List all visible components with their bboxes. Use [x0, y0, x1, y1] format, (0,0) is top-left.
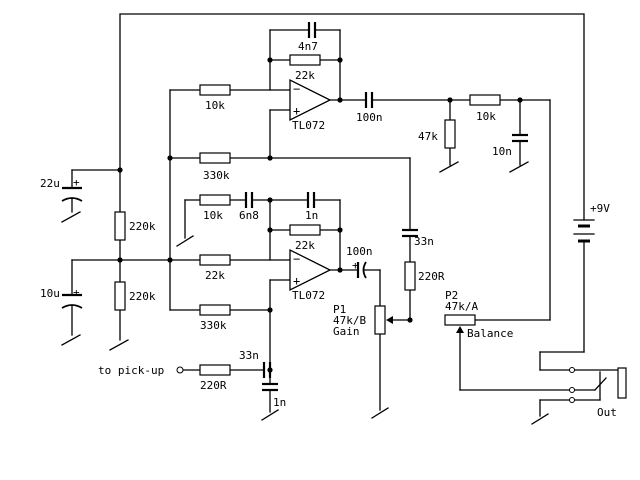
label-6n8: 6n8 [239, 209, 259, 222]
resistor-22k-feedback [289, 54, 321, 66]
label-p1-name: P1 [333, 303, 346, 316]
opamp-bottom-plus: + [293, 274, 300, 288]
label-10k-output: 10k [476, 110, 496, 123]
label-10k-input: 10k [205, 99, 225, 112]
potentiometer-p1 [374, 305, 411, 335]
capacitor-22u-polarity: + [73, 176, 80, 189]
pickup-input-terminal [176, 366, 184, 374]
resistor-10k-mid [199, 194, 231, 206]
resistors [114, 54, 501, 376]
label-opamp-bottom: TL072 [292, 289, 325, 302]
capacitor-22u [61, 186, 83, 202]
label-220R-right: 220R [418, 270, 445, 283]
capacitor-100n-mid [356, 261, 367, 279]
label-220R-input: 220R [200, 379, 227, 392]
ground-symbols [61, 161, 549, 425]
output-jack [569, 367, 627, 403]
resistor-220k-top [114, 211, 126, 241]
label-10n: 10n [492, 145, 512, 158]
label-47k: 47k [418, 130, 438, 143]
capacitor-1n-feedback [306, 192, 316, 208]
label-220k-top: 220k [129, 220, 156, 233]
label-10u: 10u [40, 287, 60, 300]
potentiometer-p2 [444, 314, 476, 333]
resistor-330k-bottom [199, 304, 231, 316]
label-1n-feedback: 1n [305, 209, 318, 222]
label-p2-name: P2 [445, 289, 458, 302]
resistor-220R [404, 261, 416, 291]
capacitor-4n7 [307, 22, 317, 38]
resistor-10k-output [469, 94, 501, 106]
label-33n-input: 33n [239, 349, 259, 362]
label-330k-bottom: 330k [200, 319, 227, 332]
capacitor-100n-top [364, 92, 374, 108]
resistor-10k-input [199, 84, 231, 96]
label-22k-feedback-2: 22k [295, 239, 315, 252]
resistor-220R-input [199, 364, 231, 376]
battery-9v [573, 219, 595, 243]
label-output: Out [597, 406, 617, 419]
label-supply: +9V [590, 202, 610, 215]
capacitors [61, 22, 528, 392]
resistor-47k [444, 119, 456, 149]
capacitor-10u-polarity: + [73, 286, 80, 299]
label-330k-top: 330k [203, 169, 230, 182]
opamp-top-minus: − [293, 82, 300, 96]
resistor-330k-top [199, 152, 231, 164]
capacitor-10u [61, 293, 83, 309]
capacitor-10n [512, 133, 528, 143]
capacitor-33n-input [262, 362, 272, 378]
capacitor-100n-polarity: + [352, 259, 359, 272]
labels: 4n7 22k 10k TL072 100n 47k 10k 10n 330k … [40, 40, 617, 419]
capacitor-33n-right [402, 228, 418, 238]
opamp-top [289, 78, 332, 122]
label-22k-input: 22k [205, 269, 225, 282]
label-1n-input: 1n [273, 396, 286, 409]
capacitor-6n8 [244, 192, 254, 208]
label-100n-top: 100n [356, 111, 383, 124]
label-p1-value: 47k/B [333, 314, 366, 327]
label-100n-mid: 100n [346, 245, 373, 258]
label-4n7: 4n7 [298, 40, 318, 53]
label-pickup-input: to pick-up [98, 364, 164, 377]
label-p2-value: 47k/A [445, 300, 478, 313]
resistor-22k-input [199, 254, 231, 266]
resistor-22k-feedback-2 [289, 224, 321, 236]
label-22k-top: 22k [295, 69, 315, 82]
opamp-top-plus: + [293, 104, 300, 118]
label-33n-right: 33n [414, 235, 434, 248]
label-p2-function: Balance [467, 327, 513, 340]
wires [71, 13, 619, 417]
capacitor-1n-input [262, 382, 278, 392]
label-opamp-top: TL072 [292, 119, 325, 132]
resistor-220k-bottom [114, 281, 126, 311]
opamp-bottom-minus: − [293, 252, 300, 266]
label-10k-mid: 10k [203, 209, 223, 222]
opamp-bottom [289, 248, 332, 292]
label-22u: 22u [40, 177, 60, 190]
label-p1-function: Gain [333, 325, 360, 338]
junction-dots [117, 57, 523, 373]
label-220k-bottom: 220k [129, 290, 156, 303]
